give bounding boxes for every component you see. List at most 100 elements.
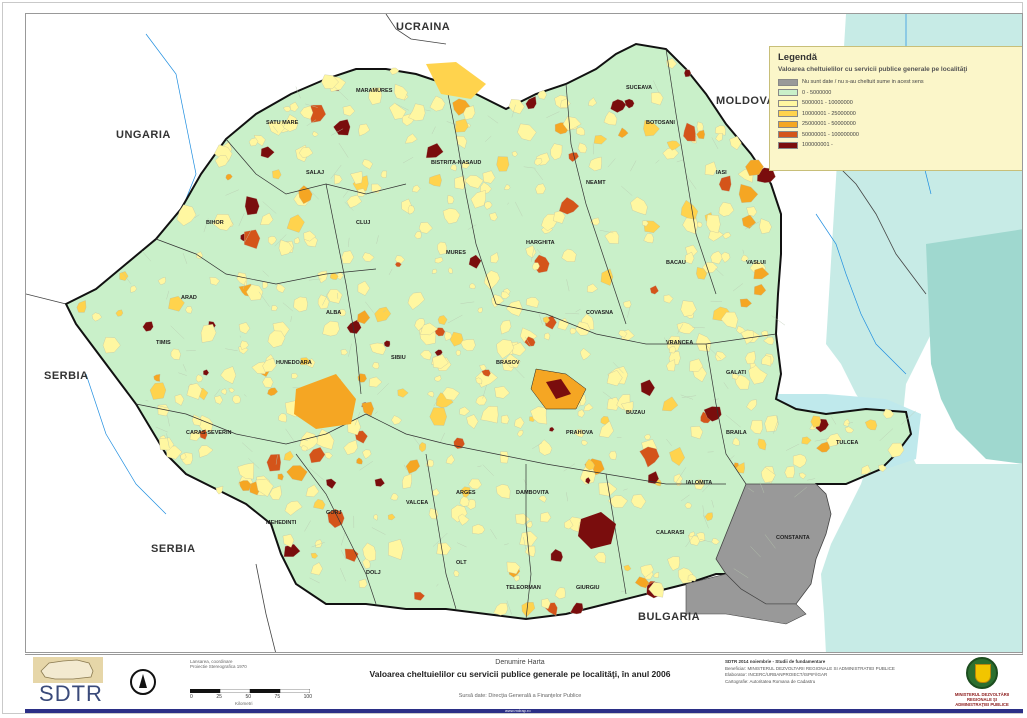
locality-patch	[459, 339, 476, 351]
locality-patch	[380, 170, 387, 178]
sea-dark-band	[926, 229, 1022, 464]
locality-patch	[260, 146, 275, 159]
locality-boundary	[702, 505, 705, 519]
locality-patch	[687, 535, 701, 546]
locality-patch	[475, 395, 487, 406]
locality-patch	[283, 114, 299, 132]
locality-patch	[480, 406, 499, 424]
locality-boundary	[403, 464, 407, 471]
country-label-ukraina: UCRAINA	[396, 21, 450, 33]
county-label: SATU MARE	[266, 120, 299, 126]
locality-boundary	[666, 438, 672, 446]
locality-patch	[688, 531, 696, 538]
locality-patch	[684, 69, 692, 78]
legend-label-3: 10000001 - 25000000	[802, 110, 856, 117]
locality-patch	[687, 573, 697, 582]
locality-patch	[244, 196, 260, 216]
locality-boundary	[243, 394, 247, 397]
locality-patch	[185, 306, 193, 314]
locality-boundary	[565, 313, 580, 315]
legend-swatch-1	[778, 89, 798, 97]
locality-boundary	[477, 465, 482, 467]
locality-boundary	[344, 201, 354, 211]
locality-patch	[761, 466, 776, 483]
county-border-12	[525, 464, 532, 620]
locality-patch	[537, 90, 547, 100]
locality-patch	[799, 472, 807, 480]
locality-patch	[538, 439, 553, 456]
locality-boundary	[575, 308, 581, 313]
locality-patch	[313, 499, 326, 510]
locality-boundary	[748, 487, 755, 493]
locality-patch	[630, 196, 648, 216]
locality-patch	[472, 524, 485, 535]
locality-patch	[246, 284, 264, 301]
bucharest	[578, 512, 616, 549]
locality-patch	[357, 310, 371, 325]
locality-patch	[761, 355, 772, 367]
locality-boundary	[467, 224, 477, 230]
locality-patch	[696, 129, 705, 140]
locality-boundary	[412, 435, 423, 449]
locality-patch	[334, 174, 343, 185]
locality-patch	[271, 305, 278, 311]
locality-patch	[340, 349, 348, 356]
locality-patch	[212, 214, 233, 231]
locality-patch	[300, 445, 309, 452]
locality-patch	[289, 101, 299, 112]
locality-patch	[532, 262, 540, 271]
locality-patch	[293, 296, 308, 313]
locality-boundary	[777, 415, 779, 426]
locality-boundary	[274, 234, 287, 247]
locality-patch	[397, 388, 409, 398]
locality-patch	[696, 121, 704, 132]
locality-boundary	[433, 397, 439, 407]
info-block: SDTR 2014 noiembrie - Studii de fundamen…	[725, 659, 940, 685]
county-label: IALOMITA	[686, 480, 712, 486]
locality-patch	[648, 582, 664, 598]
locality-patch	[569, 602, 584, 615]
locality-patch	[455, 349, 461, 356]
county-label: VALCEA	[406, 500, 428, 506]
locality-boundary	[487, 115, 499, 124]
county-label: BUZAU	[626, 410, 645, 416]
locality-patch	[388, 539, 404, 560]
legend-class-0: Nu sunt date / nu s-au cheltuit sume in …	[778, 77, 1022, 88]
locality-patch	[395, 262, 402, 268]
river-west	[85, 373, 167, 515]
locality-boundary	[807, 478, 816, 481]
locality-patch	[594, 552, 607, 564]
locality-boundary	[653, 80, 660, 94]
locality-patch	[314, 539, 323, 548]
locality-patch	[119, 271, 129, 281]
locality-patch	[643, 232, 654, 244]
county-borders	[135, 48, 777, 620]
county-label: MARAMURES	[356, 88, 393, 94]
locality-patch	[653, 572, 659, 578]
locality-patch	[361, 401, 374, 417]
locality-patch	[402, 473, 412, 489]
locality-patch	[490, 252, 499, 264]
map-area: UCRAINA UNGARIA MOLDOVA SERBIA SERBIA BU…	[25, 13, 1023, 653]
locality-patch	[341, 250, 354, 264]
locality-boundary	[733, 568, 749, 578]
locality-patch	[186, 383, 203, 400]
locality-boundary	[425, 109, 431, 112]
locality-boundary	[507, 202, 509, 205]
locality-patch	[357, 188, 366, 197]
legend-label-1: 0 - 5000000	[802, 89, 832, 96]
legend-swatch-0	[778, 78, 798, 86]
county-label: CARAS-SEVERIN	[186, 430, 232, 436]
locality-patch	[312, 131, 319, 137]
ministry-name: MINISTERUL DEZVOLTĂRII REGIONALE ŞI ADMI…	[954, 692, 1010, 707]
locality-boundary	[773, 419, 779, 434]
locality-patch	[480, 182, 492, 194]
locality-boundary	[602, 391, 613, 400]
locality-boundary	[707, 346, 722, 360]
locality-boundary	[166, 433, 170, 448]
county-label: CONSTANTA	[776, 535, 810, 541]
locality-patch	[255, 478, 274, 497]
locality-patch	[374, 477, 385, 487]
locality-patch	[576, 126, 585, 136]
locality-boundary	[285, 428, 296, 444]
